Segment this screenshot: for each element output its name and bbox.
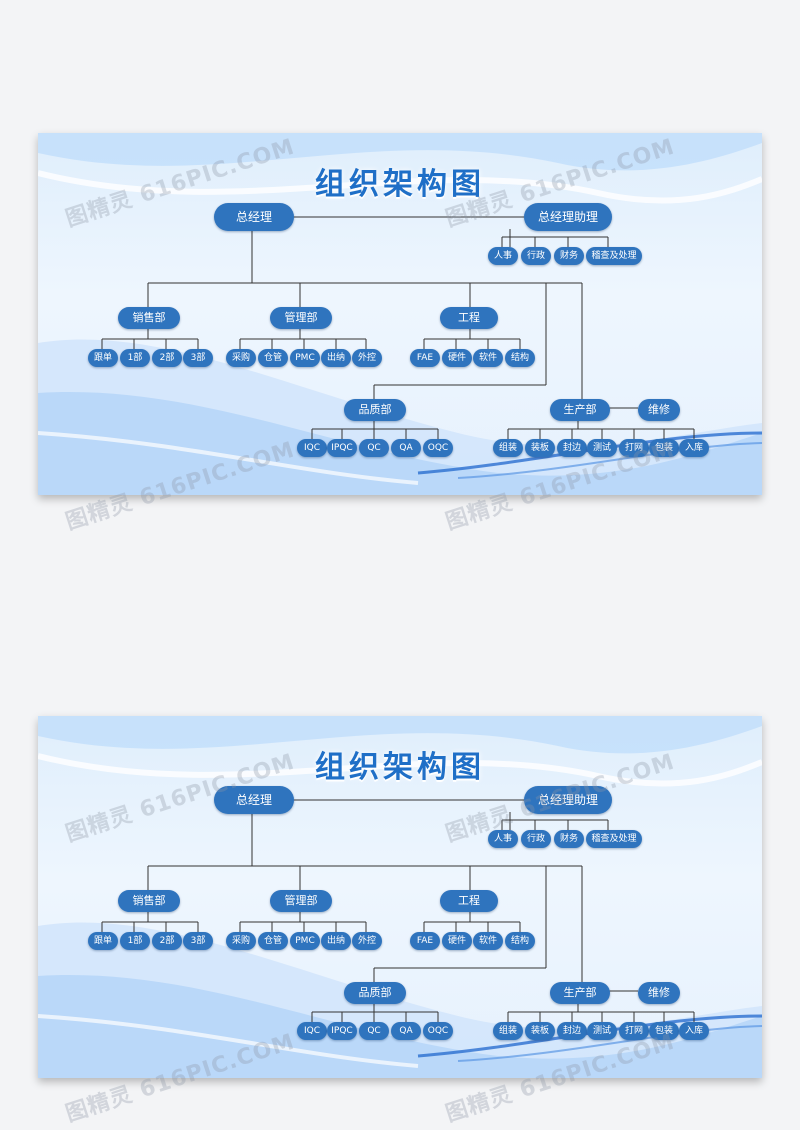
- management-unit: PMC: [290, 932, 320, 950]
- management-unit: 外控: [352, 349, 382, 367]
- sales-unit: 跟单: [88, 349, 118, 367]
- org-chart-board-bottom: 组织架构图: [38, 716, 762, 1078]
- quality-unit: OQC: [423, 1022, 453, 1040]
- management-unit: 仓管: [258, 349, 288, 367]
- management-unit: 出纳: [321, 349, 351, 367]
- assistant-unit: 稽查及处理: [586, 830, 642, 848]
- management-unit: PMC: [290, 349, 320, 367]
- assistant-unit: 人事: [488, 247, 518, 265]
- production-unit: 测试: [587, 1022, 617, 1040]
- ceo-node: 总经理: [214, 786, 294, 814]
- dept-management-node: 管理部: [270, 890, 332, 912]
- assistant-unit: 财务: [554, 247, 584, 265]
- sales-unit: 3部: [183, 932, 213, 950]
- connector-lines: [101, 216, 695, 439]
- production-unit: 入库: [679, 439, 709, 457]
- sales-unit: 2部: [152, 932, 182, 950]
- dept-production-node: 生产部: [550, 399, 610, 421]
- chart-title: 组织架构图: [315, 167, 485, 202]
- connector-lines: [101, 799, 695, 1022]
- engineering-unit: FAE: [410, 932, 440, 950]
- quality-unit: QC: [359, 1022, 389, 1040]
- dept-quality-node: 品质部: [344, 399, 406, 421]
- production-partner-node: 维修: [638, 982, 680, 1004]
- management-unit: 采购: [226, 349, 256, 367]
- dept-quality-node: 品质部: [344, 982, 406, 1004]
- sales-unit: 1部: [120, 349, 150, 367]
- management-unit: 采购: [226, 932, 256, 950]
- engineering-unit: FAE: [410, 349, 440, 367]
- sales-unit: 1部: [120, 932, 150, 950]
- dept-engineering-node: 工程: [440, 307, 498, 329]
- quality-unit: IQC: [297, 439, 327, 457]
- production-unit: 装板: [525, 439, 555, 457]
- assistant-unit: 人事: [488, 830, 518, 848]
- engineering-unit: 硬件: [442, 932, 472, 950]
- management-unit: 仓管: [258, 932, 288, 950]
- production-unit: 入库: [679, 1022, 709, 1040]
- assistant-unit: 行政: [521, 247, 551, 265]
- quality-unit: IPQC: [327, 439, 357, 457]
- assistant-unit: 行政: [521, 830, 551, 848]
- production-unit: 打网: [619, 439, 649, 457]
- management-unit: 出纳: [321, 932, 351, 950]
- quality-unit: OQC: [423, 439, 453, 457]
- org-chart-board-top: 组织架构图: [38, 133, 762, 495]
- chart-title: 组织架构图: [315, 750, 485, 785]
- dept-management-node: 管理部: [270, 307, 332, 329]
- dept-production-node: 生产部: [550, 982, 610, 1004]
- production-unit: 包装: [649, 439, 679, 457]
- production-unit: 组装: [493, 439, 523, 457]
- production-unit: 封边: [557, 439, 587, 457]
- sales-unit: 跟单: [88, 932, 118, 950]
- ceo-node: 总经理: [214, 203, 294, 231]
- quality-unit: QA: [391, 439, 421, 457]
- assistant-node: 总经理助理: [524, 786, 612, 814]
- management-unit: 外控: [352, 932, 382, 950]
- dept-sales-node: 销售部: [118, 890, 180, 912]
- engineering-unit: 结构: [505, 349, 535, 367]
- quality-unit: IPQC: [327, 1022, 357, 1040]
- quality-unit: IQC: [297, 1022, 327, 1040]
- assistant-unit: 财务: [554, 830, 584, 848]
- production-unit: 封边: [557, 1022, 587, 1040]
- assistant-node: 总经理助理: [524, 203, 612, 231]
- sales-unit: 3部: [183, 349, 213, 367]
- dept-sales-node: 销售部: [118, 307, 180, 329]
- production-unit: 测试: [587, 439, 617, 457]
- assistant-unit: 稽查及处理: [586, 247, 642, 265]
- quality-unit: QC: [359, 439, 389, 457]
- engineering-unit: 软件: [473, 932, 503, 950]
- sales-unit: 2部: [152, 349, 182, 367]
- quality-unit: QA: [391, 1022, 421, 1040]
- engineering-unit: 软件: [473, 349, 503, 367]
- engineering-unit: 结构: [505, 932, 535, 950]
- production-unit: 包装: [649, 1022, 679, 1040]
- production-partner-node: 维修: [638, 399, 680, 421]
- production-unit: 打网: [619, 1022, 649, 1040]
- dept-engineering-node: 工程: [440, 890, 498, 912]
- production-unit: 装板: [525, 1022, 555, 1040]
- production-unit: 组装: [493, 1022, 523, 1040]
- engineering-unit: 硬件: [442, 349, 472, 367]
